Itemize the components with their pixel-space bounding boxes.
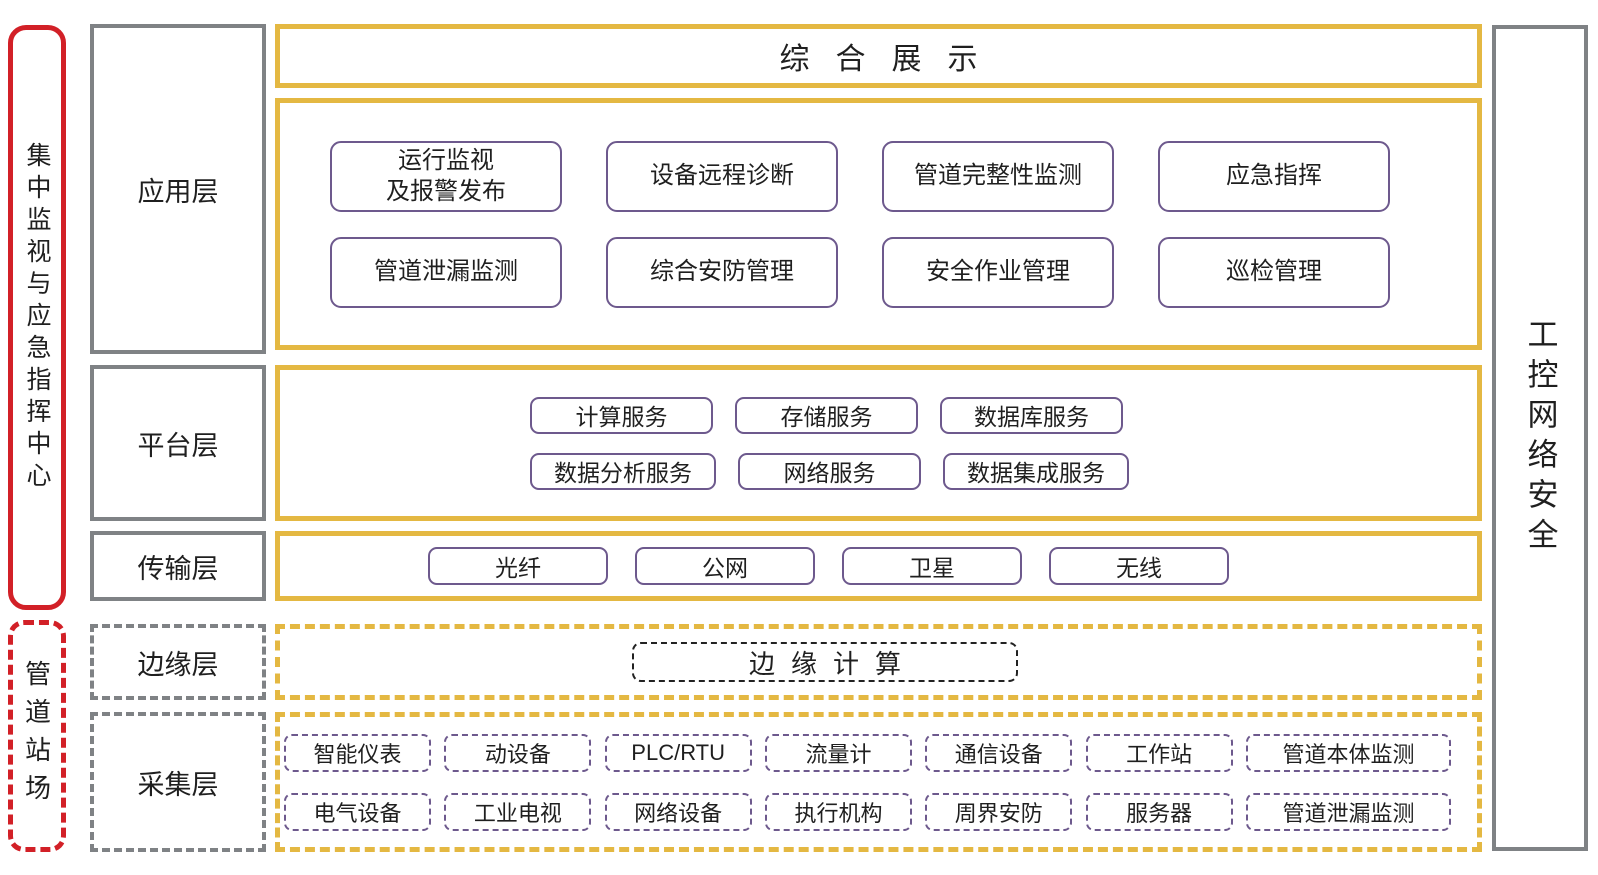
collect-box-rotating-equipment: 动设备 (444, 733, 592, 772)
layer-label-transport-text: 传输层 (137, 553, 219, 584)
comprehensive-display-title: 综合展示 (779, 43, 1004, 76)
app-box-emergency-command: 应急指挥 (1158, 140, 1390, 212)
edge-computing-box: 边缘计算 (632, 642, 1018, 682)
platform-box-label: 数据库服务 (974, 404, 1089, 430)
transport-box-label: 公网 (702, 555, 748, 581)
collect-box-label: PLC/RTU (631, 739, 726, 765)
layer-label-application: 应用层 (90, 24, 266, 354)
collect-box-electrical-equipment: 电气设备 (284, 792, 431, 831)
app-box-inspection-management: 巡检管理 (1158, 236, 1390, 308)
collect-box-perimeter-security: 周界安防 (925, 792, 1073, 831)
transport-box-satellite: 卫星 (842, 547, 1022, 585)
platform-box-computing-service: 计算服务 (530, 396, 713, 434)
app-box-label: 设备远程诊断 (650, 162, 794, 190)
platform-row-2: 数据分析服务 网络服务 数据集成服务 (530, 452, 1129, 490)
platform-layer-panel: 计算服务 存储服务 数据库服务 数据分析服务 网络服务 数据集成服务 (275, 365, 1482, 521)
platform-box-network-service: 网络服务 (738, 452, 921, 490)
layer-label-application-text: 应用层 (137, 176, 219, 207)
application-layer-panel: 运行监视 及报警发布 设备远程诊断 管道完整性监测 应急指挥 管道泄漏监测 综合… (275, 98, 1482, 350)
app-box-label: 运行监视 及报警发布 (386, 146, 506, 205)
platform-box-label: 网络服务 (783, 460, 876, 486)
layer-label-collection: 采集层 (90, 712, 266, 852)
transport-box-label: 光纤 (495, 555, 541, 581)
collect-box-label: 管道本体监测 (1282, 741, 1415, 767)
app-box-pipeline-leak-monitoring: 管道泄漏监测 (330, 236, 562, 308)
edge-layer-panel: 边缘计算 (275, 624, 1482, 700)
collect-box-label: 电气设备 (313, 800, 402, 826)
app-box-label: 管道完整性监测 (914, 162, 1082, 190)
collect-box-industrial-tv: 工业电视 (444, 792, 592, 831)
transport-box-label: 无线 (1116, 555, 1162, 581)
platform-box-storage-service: 存储服务 (735, 396, 918, 434)
app-box-pipeline-integrity-monitoring: 管道完整性监测 (882, 140, 1114, 212)
collection-row-1: 智能仪表 动设备 PLC/RTU 流量计 通信设备 工作站 管道本体监测 (284, 733, 1451, 772)
transport-box-public-network: 公网 (635, 547, 815, 585)
collect-box-plc-rtu: PLC/RTU (604, 733, 752, 772)
transport-box-label: 卫星 (909, 555, 955, 581)
collect-box-pipeline-body-monitoring: 管道本体监测 (1245, 733, 1451, 772)
comprehensive-display-banner: 综合展示 (275, 24, 1482, 88)
app-box-label: 管道泄漏监测 (374, 258, 518, 286)
collect-box-label: 服务器 (1126, 800, 1193, 826)
central-monitoring-command-rail: 集中监视与应急指挥中心 (8, 25, 66, 610)
transport-box-fiber: 光纤 (428, 547, 608, 585)
transport-box-wireless: 无线 (1049, 547, 1229, 585)
layer-label-edge-text: 边缘层 (137, 649, 219, 680)
industrial-control-network-security-rail: 工控网络安全 (1492, 25, 1588, 851)
pipeline-station-label: 管道站场 (21, 660, 52, 812)
app-box-safe-work-management: 安全作业管理 (882, 236, 1114, 308)
platform-box-label: 数据分析服务 (554, 460, 692, 486)
app-box-integrated-security-management: 综合安防管理 (606, 236, 838, 308)
transport-layer-panel: 光纤 公网 卫星 无线 (275, 531, 1482, 601)
platform-box-label: 数据集成服务 (967, 460, 1105, 486)
platform-box-label: 存储服务 (780, 404, 873, 430)
platform-box-data-analysis-service: 数据分析服务 (530, 452, 716, 490)
collect-box-label: 执行机构 (794, 800, 883, 826)
collection-layer-panel: 智能仪表 动设备 PLC/RTU 流量计 通信设备 工作站 管道本体监测 电气设… (275, 712, 1482, 852)
collect-box-actuator: 执行机构 (764, 792, 912, 831)
edge-computing-label: 边缘计算 (748, 648, 917, 679)
collect-box-workstation: 工作站 (1085, 733, 1233, 772)
layer-label-transport: 传输层 (90, 531, 266, 601)
layer-label-edge: 边缘层 (90, 624, 266, 700)
collect-box-label: 工作站 (1126, 741, 1193, 767)
collect-box-pipeline-leak-monitoring: 管道泄漏监测 (1245, 792, 1451, 831)
central-monitoring-command-label: 集中监视与应急指挥中心 (23, 141, 51, 494)
app-box-operation-monitoring-alarm: 运行监视 及报警发布 (330, 140, 562, 212)
app-box-label: 综合安防管理 (650, 258, 794, 286)
layer-label-platform: 平台层 (90, 365, 266, 521)
collect-box-label: 流量计 (805, 741, 872, 767)
collect-box-label: 通信设备 (954, 741, 1043, 767)
collect-box-communication-equipment: 通信设备 (925, 733, 1073, 772)
platform-row-1: 计算服务 存储服务 数据库服务 (530, 396, 1123, 434)
collect-box-label: 工业电视 (473, 800, 562, 826)
layer-label-platform-text: 平台层 (137, 430, 219, 461)
collect-box-smart-instrument: 智能仪表 (284, 733, 431, 772)
industrial-control-network-security-label: 工控网络安全 (1522, 318, 1558, 558)
platform-box-database-service: 数据库服务 (940, 396, 1123, 434)
collect-box-server: 服务器 (1085, 792, 1233, 831)
app-box-equipment-remote-diagnosis: 设备远程诊断 (606, 140, 838, 212)
collect-box-network-equipment: 网络设备 (604, 792, 752, 831)
collect-box-label: 动设备 (484, 741, 551, 767)
platform-box-data-integration-service: 数据集成服务 (943, 452, 1129, 490)
app-box-label: 应急指挥 (1226, 162, 1322, 190)
platform-box-label: 计算服务 (575, 404, 668, 430)
collect-box-flow-meter: 流量计 (764, 733, 912, 772)
collection-row-2: 电气设备 工业电视 网络设备 执行机构 周界安防 服务器 管道泄漏监测 (284, 792, 1451, 831)
pipeline-station-rail: 管道站场 (8, 620, 66, 852)
app-box-label: 安全作业管理 (926, 258, 1070, 286)
collect-box-label: 周界安防 (954, 800, 1043, 826)
collect-box-label: 网络设备 (634, 800, 723, 826)
collect-box-label: 管道泄漏监测 (1282, 800, 1415, 826)
collect-box-label: 智能仪表 (313, 741, 402, 767)
layer-label-collection-text: 采集层 (137, 769, 219, 800)
app-box-label: 巡检管理 (1226, 258, 1322, 286)
